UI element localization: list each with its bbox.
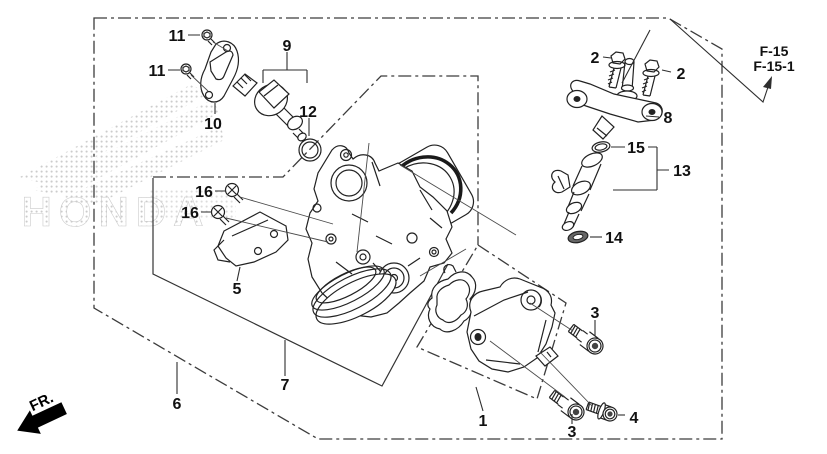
callout-3-b: 3 [568,424,577,441]
screw-16a-drawing [224,182,244,204]
throttle-body-drawing [305,144,475,325]
bracket-drawing [213,211,289,267]
callout-11-b: 11 [149,63,166,80]
f15-arrowhead [763,76,772,89]
callout-15: 15 [627,140,645,157]
bolt-2a-drawing [607,51,626,89]
callout-4: 4 [630,410,639,427]
callout-labels: 11 11 10 9 12 16 16 5 2 2 8 15 13 14 3 3… [149,28,691,441]
page-ref-f15-1: F-15-1 [753,58,794,74]
bolt-2b-drawing [641,59,660,97]
bolt-3a-drawing [567,323,604,355]
sensor-plate-gasket-drawing [200,40,239,103]
outer-boundary [93,17,723,440]
bolt-11b-drawing [180,63,195,80]
bolt-3b-drawing [548,389,585,421]
joint-leader [621,29,651,84]
callout-3-a: 3 [591,305,600,322]
assembly-boundaries [93,17,723,440]
wing-logo-stripe [32,99,219,196]
oring-15-drawing [591,141,611,153]
bolt-11a-drawing [201,29,216,46]
page-reference: F-15 F-15-1 [753,43,794,74]
callout-16-b: 16 [181,205,199,222]
callout-6: 6 [173,396,182,413]
callout-14: 14 [605,230,623,247]
bore-rim-shadow [396,155,463,215]
callout-2-a: 2 [591,50,600,67]
callout-16-a: 16 [195,184,213,201]
callout-13-bracket [611,146,669,191]
callout-13: 13 [673,163,691,180]
watermark-text: HONDA [22,188,211,235]
callout-12: 12 [299,104,317,121]
callout-9-bracket [262,52,308,83]
seal-ring-14-drawing [567,230,589,244]
callout-9: 9 [283,38,292,55]
leader-lines [168,18,772,424]
callout-8: 8 [664,110,673,127]
callout-11-a: 11 [169,28,186,45]
fuel-joint-drawing [566,57,663,140]
callout-2-b: 2 [677,66,686,83]
callout-7: 7 [281,377,290,394]
honda-watermark: HONDA [18,85,236,235]
front-arrow-icon [17,402,67,434]
callout-5: 5 [233,281,242,298]
page-ref-f15: F-15 [760,43,789,59]
screw-4-drawing [585,401,618,422]
injector-group-boundary [153,75,479,245]
wing-logo-stripe [18,85,211,184]
callout-1: 1 [479,413,488,430]
wing-logo-stripe [58,126,224,205]
body-subassembly-boundary [152,178,449,387]
map-sensor-drawing [232,73,307,142]
sensor-connector [535,346,559,367]
callout-10: 10 [204,116,222,133]
intake-bell-rim [311,265,397,325]
injector-drawing [551,152,603,232]
oring-12-drawing [298,138,322,162]
front-direction-indicator: FR. [17,389,67,434]
sensor-unit-drawing [466,277,559,373]
body-to-seal-line [399,164,517,236]
